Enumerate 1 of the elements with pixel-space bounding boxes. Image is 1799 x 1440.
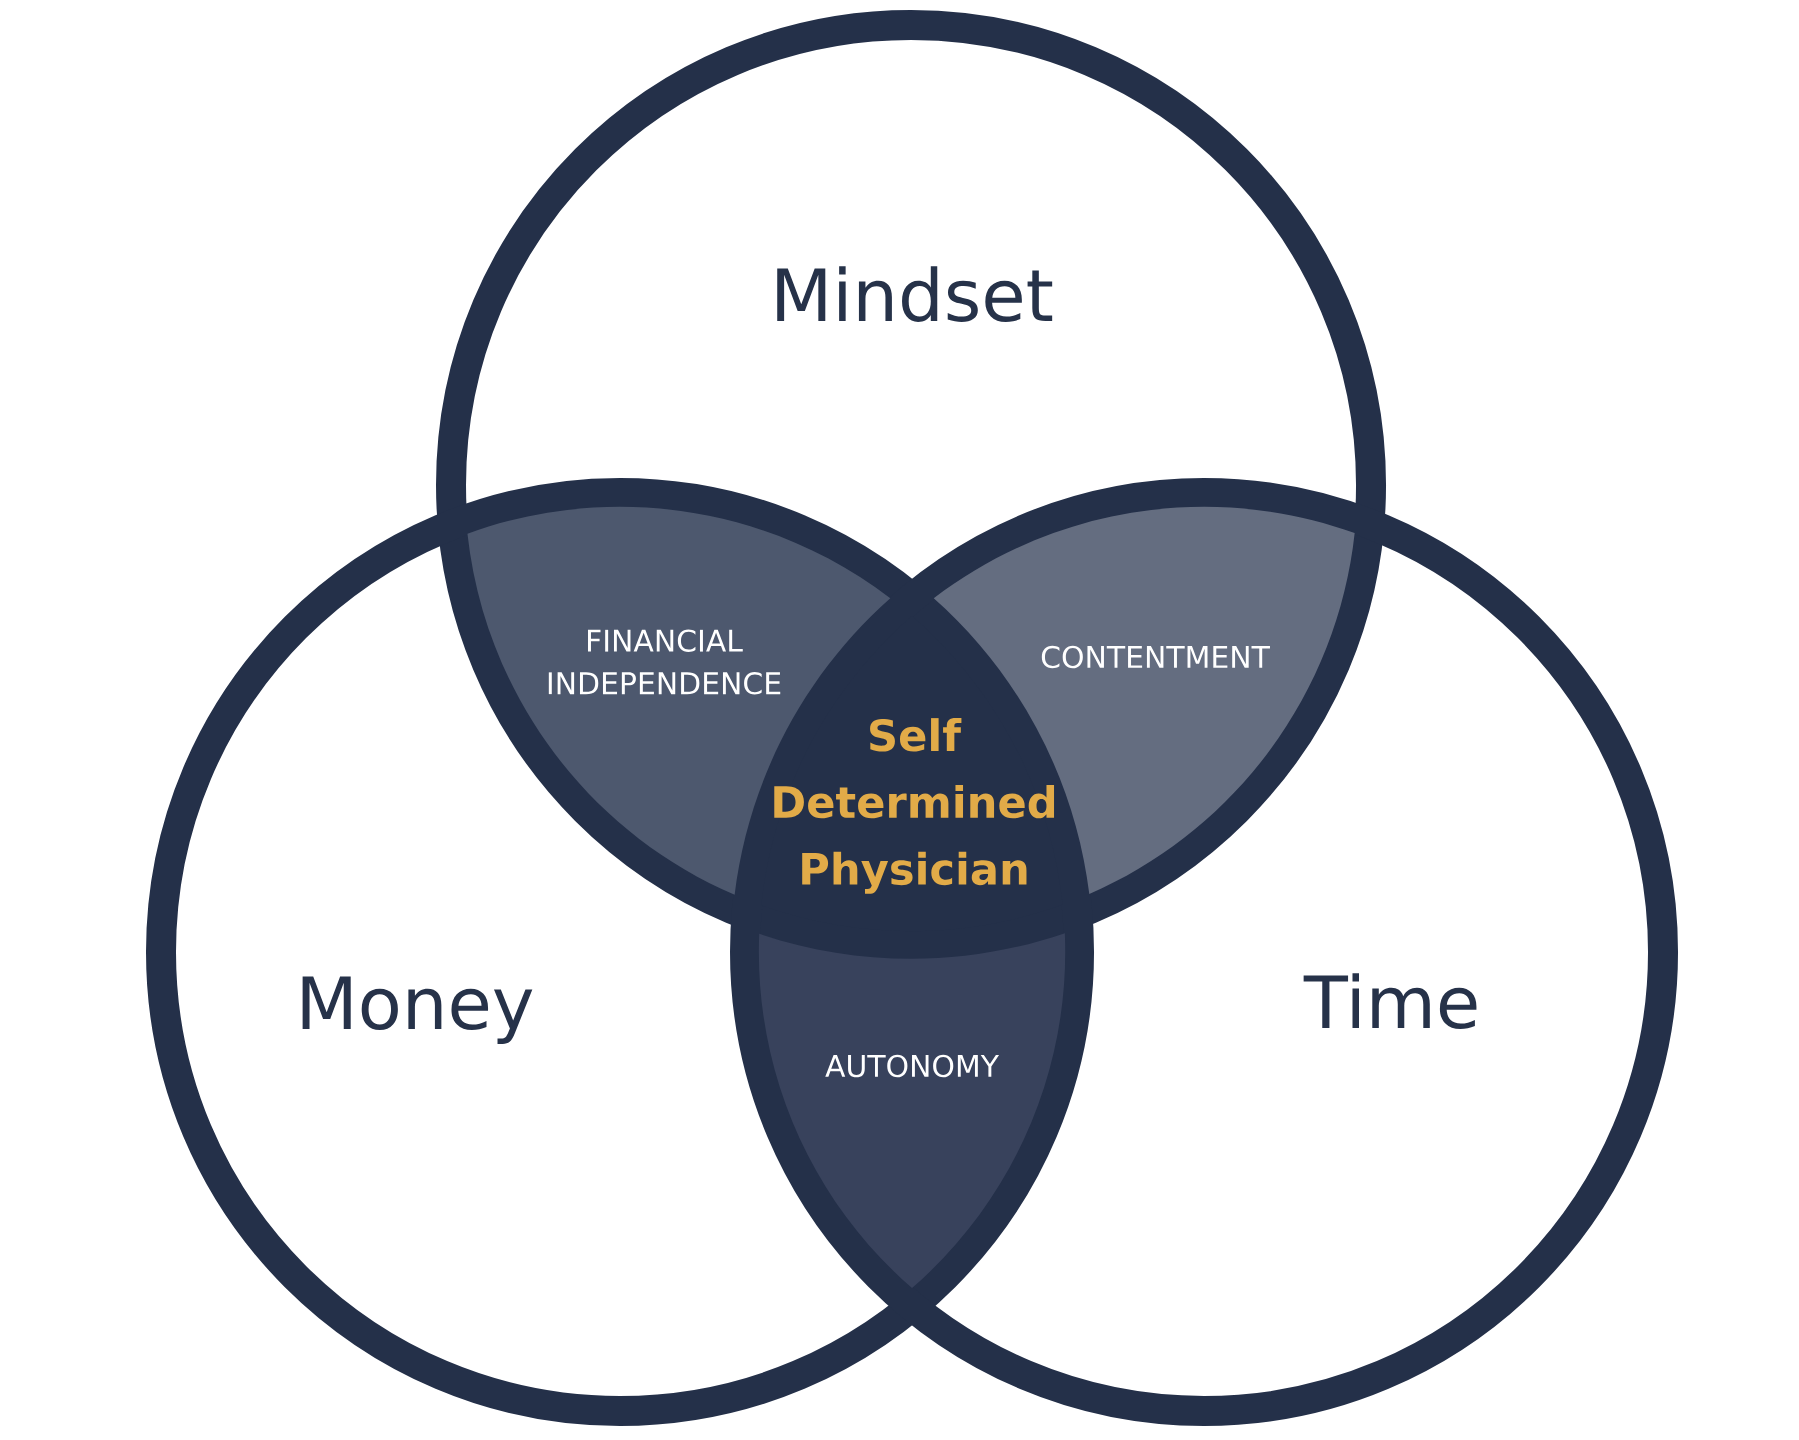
overlap-region: AUTONOMY [759, 933, 1065, 1289]
